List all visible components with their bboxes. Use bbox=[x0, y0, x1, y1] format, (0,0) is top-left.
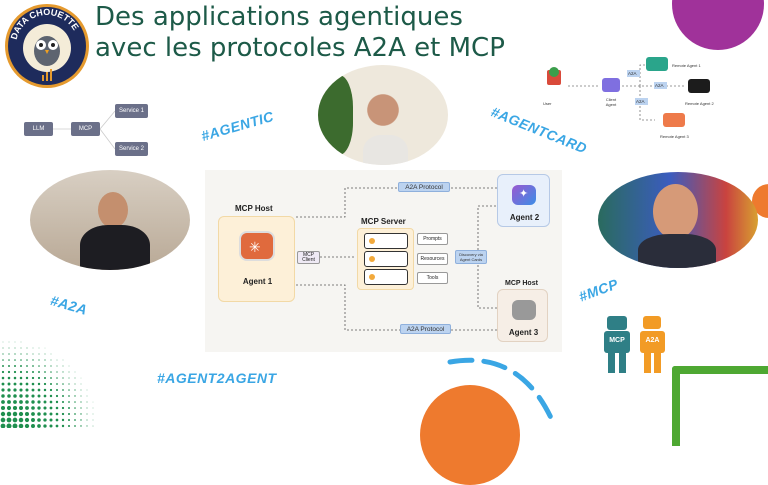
title-line-1: Des applications agentiques bbox=[95, 2, 463, 32]
data-chouette-logo: DATA CHOUETTE bbox=[5, 4, 89, 88]
sparkle-icon: ✳ bbox=[249, 239, 261, 255]
agent-1-box: ✳ Agent 1 bbox=[218, 216, 295, 302]
agent-2-box: ✦ Agent 2 bbox=[497, 174, 550, 227]
a2a-label-2: A2A bbox=[655, 83, 664, 88]
mcp-server-label: MCP Server bbox=[361, 217, 406, 226]
user-label: User bbox=[543, 101, 552, 106]
agent-3-box: Agent 3 bbox=[497, 289, 548, 342]
mcp-box: MCP bbox=[71, 122, 100, 136]
service-1-box: Service 1 bbox=[115, 104, 148, 118]
llm-box: LLM bbox=[24, 122, 53, 136]
mcp-client-box: MCP Client bbox=[297, 251, 320, 264]
client-agent-label: Client Agent bbox=[605, 97, 617, 107]
discovery-box: Discovery via Agent Cards bbox=[455, 250, 487, 264]
mcp-host-2-label: MCP Host bbox=[505, 280, 538, 287]
mcp-host-label: MCP Host bbox=[235, 204, 273, 213]
a2a-robot: A2A bbox=[640, 316, 665, 374]
title-line-2: avec les protocoles A2A et MCP bbox=[95, 33, 505, 63]
green-frame bbox=[672, 366, 768, 446]
remote-agent-1-label: Remote Agent 1 bbox=[672, 63, 701, 68]
speaker-photo-left bbox=[30, 170, 190, 270]
agent-1-label: Agent 1 bbox=[242, 277, 273, 286]
page-title: Des applications agentiques avec les pro… bbox=[95, 2, 505, 64]
remote-agent-3-label: Remote Agent 3 bbox=[660, 134, 689, 139]
hashtag-mcp: #MCP bbox=[576, 275, 621, 305]
remote-agent-2-label: Remote Agent 2 bbox=[685, 101, 714, 106]
hashtag-agent2agent: #AGENT2AGENT bbox=[157, 370, 277, 386]
speaker-photo-top bbox=[318, 65, 448, 165]
hashtag-agentic: #AGENTIC bbox=[199, 108, 276, 144]
purple-circle bbox=[672, 0, 764, 50]
speaker-photo-right bbox=[598, 172, 758, 268]
green-halftone bbox=[0, 341, 94, 428]
agent-2-label: Agent 2 bbox=[509, 213, 540, 222]
resources-box: Resources bbox=[417, 253, 448, 265]
hashtag-a2a: #A2A bbox=[48, 292, 90, 318]
mcp-robot: MCP bbox=[604, 316, 630, 374]
a2a-label-1: A2A bbox=[628, 71, 637, 76]
a2a-robot-label: A2A bbox=[640, 331, 665, 353]
blue-dashed-arc bbox=[447, 357, 555, 423]
mcp-robot-label: MCP bbox=[604, 331, 630, 353]
a2a-protocol-top: A2A Protocol bbox=[398, 182, 450, 192]
star-icon: ✦ bbox=[519, 188, 529, 200]
a2a-label-3: A2A bbox=[636, 99, 645, 104]
remote-agents-diagram bbox=[547, 57, 710, 127]
a2a-protocol-bottom: A2A Protocol bbox=[400, 324, 451, 334]
tools-box: Tools bbox=[417, 272, 448, 284]
prompts-box: Prompts bbox=[417, 233, 448, 245]
agent-3-label: Agent 3 bbox=[508, 328, 539, 337]
mcp-server-box bbox=[357, 228, 414, 290]
small-diagram-connectors bbox=[53, 110, 116, 150]
service-2-box: Service 2 bbox=[115, 142, 148, 156]
main-architecture-diagram: MCP Host ✳ Agent 1 MCP Client MCP Server… bbox=[205, 170, 562, 352]
